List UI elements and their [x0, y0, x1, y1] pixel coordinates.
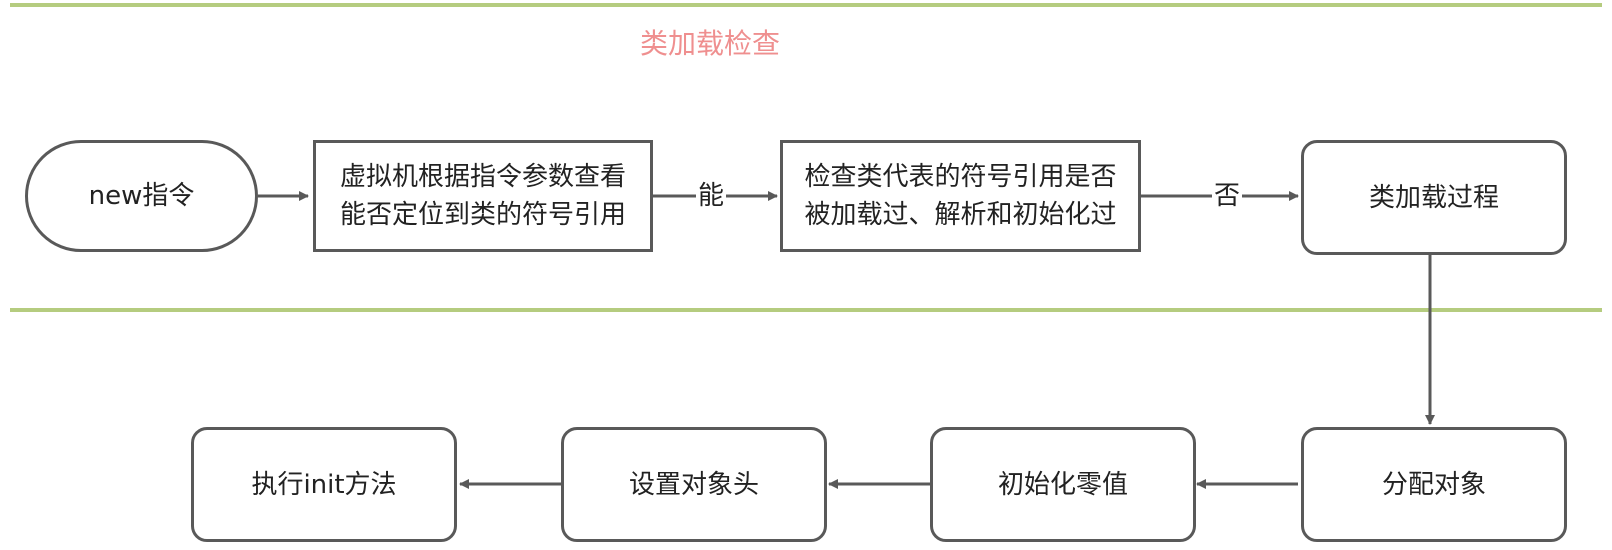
edge-label-no: 否 [1212, 181, 1243, 211]
node-init-zero-value: 初始化零值 [930, 427, 1196, 542]
node-check-loaded-label: 检查类代表的符号引用是否 被加载过、解析和初始化过 [804, 162, 1117, 230]
node-new-instruction-label: new指令 [88, 181, 195, 211]
node-allocate-object-label: 分配对象 [1381, 469, 1486, 500]
edge-label-yes: 能 [696, 181, 727, 211]
node-set-object-header-label: 设置对象头 [628, 469, 759, 500]
node-new-instruction: new指令 [25, 140, 258, 252]
node-exec-init-method-label: 执行init方法 [251, 469, 397, 500]
section-title: 类加载检查 [639, 27, 780, 60]
node-class-loading: 类加载过程 [1301, 140, 1567, 255]
node-class-loading-label: 类加载过程 [1368, 182, 1499, 213]
node-allocate-object: 分配对象 [1301, 427, 1567, 542]
node-check-loaded: 检查类代表的符号引用是否 被加载过、解析和初始化过 [780, 140, 1141, 252]
node-set-object-header: 设置对象头 [561, 427, 827, 542]
node-exec-init-method: 执行init方法 [191, 427, 457, 542]
node-locate-symbol-reference-label: 虚拟机根据指令参数查看 能否定位到类的符号引用 [339, 162, 626, 230]
node-locate-symbol-reference: 虚拟机根据指令参数查看 能否定位到类的符号引用 [313, 140, 653, 252]
node-init-zero-value-label: 初始化零值 [997, 469, 1128, 500]
